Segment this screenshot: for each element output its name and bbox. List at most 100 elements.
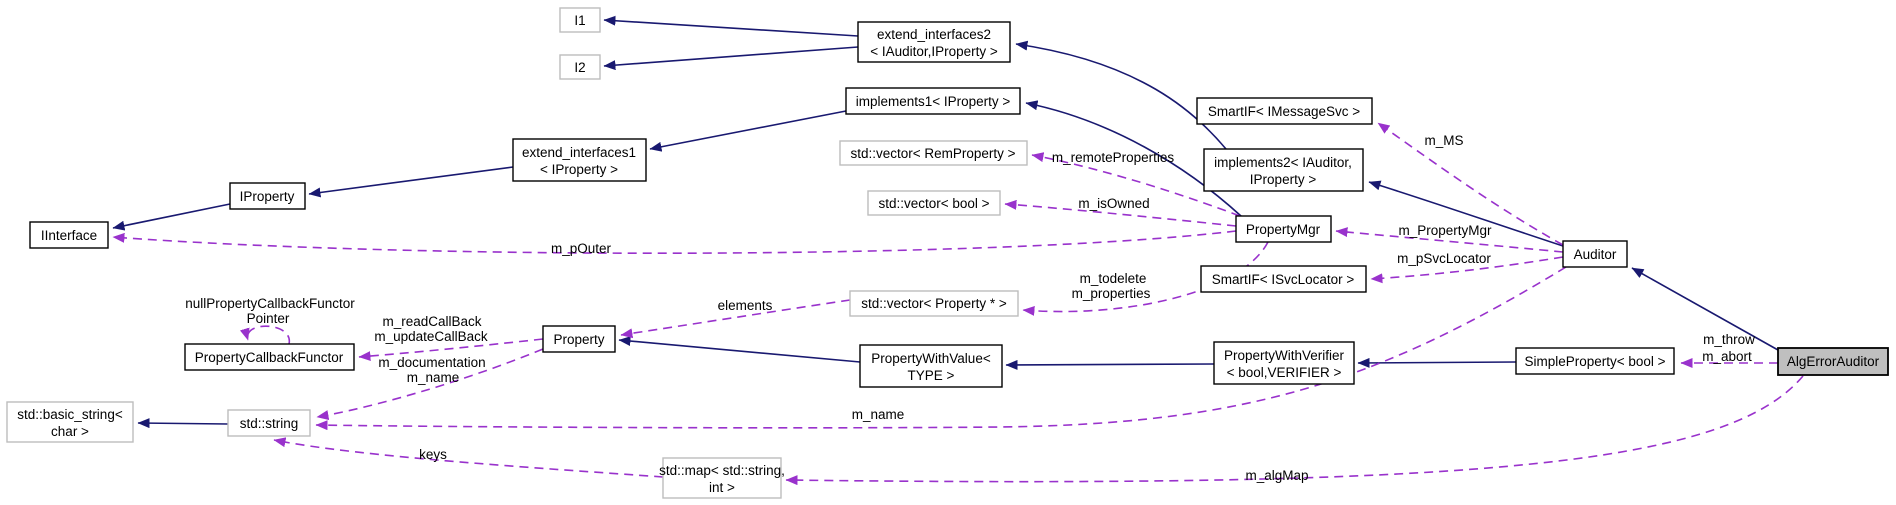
edge-label-m-isowned: m_isOwned xyxy=(1078,196,1149,211)
edge-label-m-algmap: m_algMap xyxy=(1245,468,1308,483)
node-extend-interfaces2-label-line1: extend_interfaces2 xyxy=(877,27,991,42)
node-vector-bool: std::vector< bool > xyxy=(867,190,1001,216)
node-propertymgr-label: PropertyMgr xyxy=(1246,222,1321,237)
node-auditor-label: Auditor xyxy=(1574,247,1617,262)
edge-label-m-name-long: m_name xyxy=(852,407,905,422)
node-simpleproperty-label: SimpleProperty< bool > xyxy=(1524,354,1665,369)
node-i2-label: I2 xyxy=(574,60,585,75)
edge-vector-property-ptr-to-property-elements xyxy=(620,299,851,339)
edge-implements1-to-extendinterfaces1 xyxy=(649,110,847,152)
node-propertywithvalue-label-line2: TYPE > xyxy=(908,368,955,383)
edge-label-m-abort: m_abort xyxy=(1702,349,1752,364)
node-implements2[interactable]: implements2< IAuditor, IProperty > xyxy=(1203,148,1364,192)
node-smartif-imessagesvc-label: SmartIF< IMessageSvc > xyxy=(1208,104,1360,119)
edge-label-m-name-small: m_name xyxy=(407,370,460,385)
node-vector-property-ptr-label: std::vector< Property * > xyxy=(861,296,1007,311)
node-smartif-imessagesvc[interactable]: SmartIF< IMessageSvc > xyxy=(1196,97,1373,125)
edge-label-m-pouter: m_pOuter xyxy=(551,241,612,256)
node-std-string: std::string xyxy=(227,409,311,437)
edge-propertywithverifier-to-propertywithvalue xyxy=(1005,359,1215,370)
edge-label-m-propertymgr: m_PropertyMgr xyxy=(1398,223,1492,238)
edge-label-m-throw: m_throw xyxy=(1703,332,1755,347)
node-vector-bool-label: std::vector< bool > xyxy=(878,196,989,211)
node-implements2-label-line1: implements2< IAuditor, xyxy=(1214,155,1352,170)
edge-propertymgr-to-vector-property-ptr xyxy=(1022,241,1269,316)
edge-simpleproperty-to-propertywithverifier xyxy=(1357,357,1517,368)
node-implements2-label-line2: IProperty > xyxy=(1250,172,1317,187)
node-basic-string: std::basic_string< char > xyxy=(6,401,134,443)
edge-algerrorauditor-to-stdmap-m-algmap xyxy=(785,375,1804,486)
node-i1-label: I1 xyxy=(574,13,585,28)
node-smartif-isvclocator-label: SmartIF< ISvcLocator > xyxy=(1212,272,1355,287)
edge-label-nullfunctor-line2: Pointer xyxy=(247,311,290,326)
node-std-map: std::map< std::string, int > xyxy=(659,457,785,499)
edge-auditor-to-smartif-isvclocator xyxy=(1370,256,1564,284)
edge-extendinterfaces2-to-i2 xyxy=(603,46,859,71)
node-propertywithverifier[interactable]: PropertyWithVerifier < bool,VERIFIER > xyxy=(1213,341,1355,385)
node-vector-remproperty-label: std::vector< RemProperty > xyxy=(850,146,1015,161)
edge-auditor-to-smartif-imessagesvc-m-ms xyxy=(1377,122,1564,246)
edge-label-m-todelete: m_todelete xyxy=(1080,271,1147,286)
node-property-label: Property xyxy=(553,332,604,347)
node-i2: I2 xyxy=(559,54,601,80)
node-extend-interfaces1-label-line1: extend_interfaces1 xyxy=(522,145,636,160)
edge-label-m-updatecallback: m_updateCallBack xyxy=(374,329,488,344)
edge-propertycallbackfunctor-self-loop xyxy=(239,325,290,345)
edge-implements2-to-extendinterfaces2 xyxy=(1015,40,1227,150)
node-basic-string-label-line1: std::basic_string< xyxy=(17,407,123,422)
edge-label-m-ms: m_MS xyxy=(1424,133,1463,148)
node-basic-string-label-line2: char > xyxy=(51,424,89,439)
node-i1: I1 xyxy=(559,7,601,33)
edge-label-keys: keys xyxy=(419,447,447,462)
edge-label-m-readcallback: m_readCallBack xyxy=(382,314,481,329)
edge-auditor-to-implements2 xyxy=(1368,180,1564,247)
edge-extendinterfaces2-to-i1 xyxy=(603,15,859,37)
node-simpleproperty[interactable]: SimpleProperty< bool > xyxy=(1515,347,1675,375)
edge-propertymgr-to-implements1 xyxy=(1025,100,1242,217)
edge-label-m-documentation: m_documentation xyxy=(378,355,485,370)
edge-label-nullfunctor-line1: nullPropertyCallbackFunctor xyxy=(185,296,355,311)
node-auditor[interactable]: Auditor xyxy=(1562,240,1628,268)
node-extend-interfaces1[interactable]: extend_interfaces1 < IProperty > xyxy=(512,138,647,182)
edge-stdmap-to-stdstring-keys xyxy=(273,437,664,478)
node-implements1[interactable]: implements1< IProperty > xyxy=(845,87,1021,115)
node-propertywithvalue-label-line1: PropertyWithValue< xyxy=(871,351,991,366)
node-implements1-label: implements1< IProperty > xyxy=(856,94,1011,109)
node-extend-interfaces2[interactable]: extend_interfaces2 < IAuditor,IProperty … xyxy=(857,21,1011,63)
edge-propertywithvalue-to-property xyxy=(618,336,861,363)
node-vector-remproperty: std::vector< RemProperty > xyxy=(839,140,1028,166)
node-std-map-label-line2: int > xyxy=(709,480,735,495)
node-algerrorauditor-label: AlgErrorAuditor xyxy=(1787,354,1880,369)
edge-label-m-remoteproperties: m_remoteProperties xyxy=(1052,150,1175,165)
edge-label-elements: elements xyxy=(718,298,773,313)
node-iinterface-label: IInterface xyxy=(41,228,97,243)
edge-algerrorauditor-to-auditor xyxy=(1631,267,1779,351)
edge-propertymgr-to-vector-bool xyxy=(1004,199,1237,227)
edge-propertymgr-to-vector-remproperty xyxy=(1031,152,1241,217)
node-propertycallbackfunctor-label: PropertyCallbackFunctor xyxy=(195,350,344,365)
node-extend-interfaces1-label-line2: < IProperty > xyxy=(540,162,618,177)
node-smartif-isvclocator[interactable]: SmartIF< ISvcLocator > xyxy=(1200,265,1367,293)
edge-extendinterfaces1-to-iproperty xyxy=(308,166,514,198)
node-propertycallbackfunctor[interactable]: PropertyCallbackFunctor xyxy=(184,343,355,371)
node-property[interactable]: Property xyxy=(542,325,616,353)
node-propertywithverifier-label-line1: PropertyWithVerifier xyxy=(1224,348,1345,363)
node-extend-interfaces2-label-line2: < IAuditor,IProperty > xyxy=(870,44,998,59)
node-propertymgr[interactable]: PropertyMgr xyxy=(1235,215,1332,243)
edge-stdstring-to-basicstring xyxy=(137,418,229,429)
edge-property-to-propertycallbackfunctor xyxy=(358,338,544,362)
edge-iproperty-to-iinterface xyxy=(112,203,231,231)
node-propertywithvalue[interactable]: PropertyWithValue< TYPE > xyxy=(859,344,1003,388)
edge-label-m-properties: m_properties xyxy=(1072,286,1151,301)
node-iinterface[interactable]: IInterface xyxy=(29,221,109,249)
edge-label-m-psvclocator: m_pSvcLocator xyxy=(1397,251,1491,266)
node-algerrorauditor-focus: AlgErrorAuditor xyxy=(1777,347,1889,376)
node-vector-property-ptr: std::vector< Property * > xyxy=(849,290,1019,317)
node-std-string-label: std::string xyxy=(240,416,299,431)
node-iproperty[interactable]: IProperty xyxy=(229,182,306,210)
edge-property-to-stdstring-documentation-name xyxy=(316,348,544,421)
edge-auditor-to-stdstring-m-name xyxy=(315,266,1567,431)
node-propertywithverifier-label-line2: < bool,VERIFIER > xyxy=(1227,365,1342,380)
